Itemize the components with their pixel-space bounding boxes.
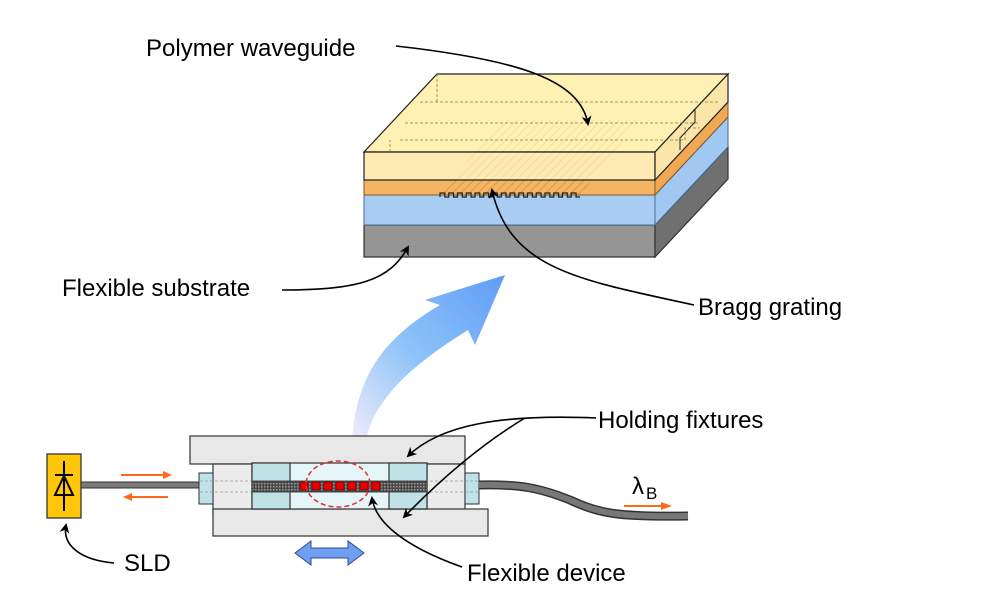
diode-icon [53, 461, 75, 511]
upper-holding-fixture [189, 435, 466, 465]
pointer-holding-fixture-upper [406, 416, 597, 458]
hidden-channel-edges [389, 74, 720, 152]
grating-marker [359, 481, 369, 491]
pointer-sld [59, 523, 115, 564]
label-holding-fixtures: Holding fixtures [598, 407, 763, 434]
input-fiber [80, 481, 200, 489]
highlight-ellipse [305, 460, 371, 508]
grating-marker [323, 481, 333, 491]
label-flexible-device: Flexible device [467, 560, 626, 587]
label-sld: SLD [124, 550, 171, 577]
grating-marker [335, 481, 345, 491]
pointer-flexible-substrate [281, 245, 409, 291]
grating-marker [347, 481, 357, 491]
waveguide-block [362, 72, 730, 259]
zoom-arrow [352, 275, 505, 440]
lower-holding-fixture [212, 508, 489, 537]
return-signal-arrow-icon [123, 493, 168, 501]
signal-arrows [121, 471, 172, 501]
grating-markers [299, 481, 381, 491]
label-polymer-waveguide: Polymer waveguide [146, 35, 355, 62]
channel-step-edge [679, 110, 696, 150]
label-bragg-grating: Bragg grating [698, 294, 842, 321]
right-clamp-nub [464, 472, 480, 505]
pointer-holding-fixture-lower [402, 417, 526, 519]
pointer-polymer-waveguide [395, 45, 592, 126]
bragg-grating-teeth [439, 192, 580, 198]
test-fixture [46, 435, 689, 566]
pointer-bragg-grating [488, 188, 695, 306]
pointer-flexible-device [368, 496, 463, 568]
label-lambda: λ [632, 473, 644, 500]
output-fiber-fill [478, 481, 689, 520]
strain-motion-double-arrow-icon [294, 540, 365, 566]
forward-signal-arrow-icon [121, 471, 172, 479]
upper-cladding-front-face [363, 151, 656, 181]
upper-cladding-side-face [654, 72, 729, 182]
left-clamp-nub [198, 472, 214, 505]
grating-marker [311, 481, 321, 491]
label-flexible-substrate: Flexible substrate [62, 275, 250, 302]
grating-marker [371, 481, 381, 491]
lower-cladding-front-face [363, 194, 656, 226]
leader-lines [59, 45, 695, 568]
bragg-reflection-arrow-icon [624, 502, 672, 510]
grating-marker [299, 481, 309, 491]
label-lambda-subscript: B [646, 484, 657, 503]
